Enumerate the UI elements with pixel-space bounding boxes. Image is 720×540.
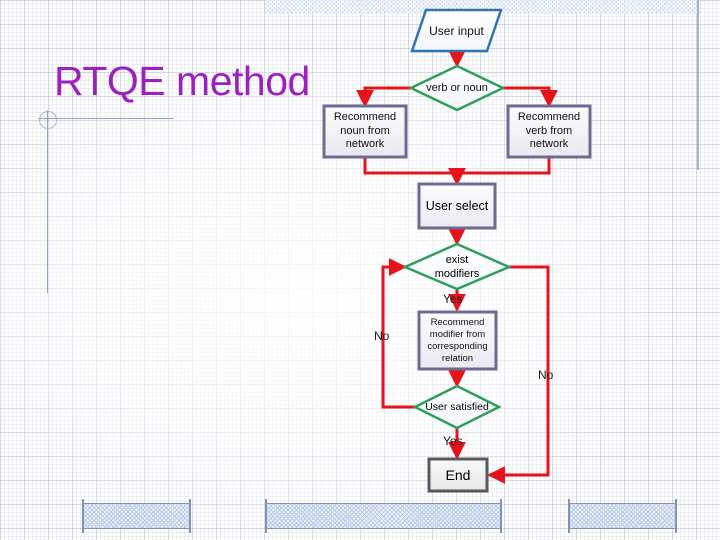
node-user-select[interactable] — [417, 182, 497, 230]
node-verb-or-noun[interactable] — [408, 64, 506, 112]
title-vertical-rule — [47, 110, 48, 293]
recommend-modifier-line-3: corresponding — [427, 340, 488, 352]
recommend-modifier-line-1: Recommend — [430, 316, 485, 328]
node-user-input[interactable] — [410, 8, 503, 53]
recommend-verb-line-3: network — [529, 138, 569, 151]
node-label-user-satisfied: User satisfied — [425, 401, 489, 413]
recommend-noun-line-2: noun from — [340, 124, 390, 137]
node-label-recommend-noun: Recommend noun from network — [324, 106, 406, 157]
recommend-noun-line-1: Recommend — [333, 111, 397, 124]
footer-hatch-bar-1 — [82, 499, 191, 533]
node-end[interactable] — [427, 457, 489, 493]
node-label-end: End — [445, 467, 471, 483]
edge-noun-merge — [363, 157, 457, 175]
edge-label-exist-modifiers-yes: Yes — [443, 292, 463, 306]
node-label-recommend-modifier: Recommend modifier from corresponding re… — [419, 312, 496, 369]
right-edge-rule — [697, 0, 699, 170]
edge-exist-no-to-end — [487, 265, 550, 484]
node-label-exist-modifiers: exist modifiers — [410, 250, 504, 284]
edge-label-exist-modifiers-no: No — [538, 368, 554, 382]
edge-decision-to-noun — [356, 86, 411, 108]
node-user-satisfied[interactable] — [412, 384, 502, 430]
recommend-modifier-line-2: modifier from — [429, 328, 486, 340]
edge-decision-to-verb — [503, 86, 558, 108]
page-title: RTQE method — [54, 58, 310, 104]
recommend-verb-line-2: verb from — [525, 124, 573, 137]
title-underline-rule — [38, 118, 174, 119]
node-exist-modifiers[interactable] — [401, 242, 513, 291]
node-recommend-noun[interactable] — [322, 104, 408, 159]
recommend-modifier-line-4: relation — [441, 352, 474, 364]
edge-satisfied-no-loop — [381, 258, 415, 409]
edge-verb-merge — [457, 157, 551, 175]
node-recommend-modifier[interactable] — [417, 310, 498, 371]
footer-hatch-bar-3 — [568, 499, 677, 533]
node-label-recommend-verb: Recommend verb from network — [508, 106, 590, 157]
recommend-verb-line-1: Recommend — [517, 111, 581, 124]
node-recommend-verb[interactable] — [506, 104, 592, 159]
exist-modifiers-line-2: modifiers — [434, 268, 480, 280]
recommend-noun-line-3: network — [345, 138, 385, 151]
exist-modifiers-line-1: exist — [445, 254, 469, 266]
footer-hatch-bar-2 — [265, 499, 502, 533]
title-circle-marker — [39, 111, 57, 129]
top-hatched-band — [265, 0, 700, 14]
edge-label-user-satisfied-no: No — [374, 329, 390, 343]
node-label-user-select: User select — [425, 199, 489, 213]
edge-label-user-satisfied-yes: Yes — [443, 434, 463, 448]
